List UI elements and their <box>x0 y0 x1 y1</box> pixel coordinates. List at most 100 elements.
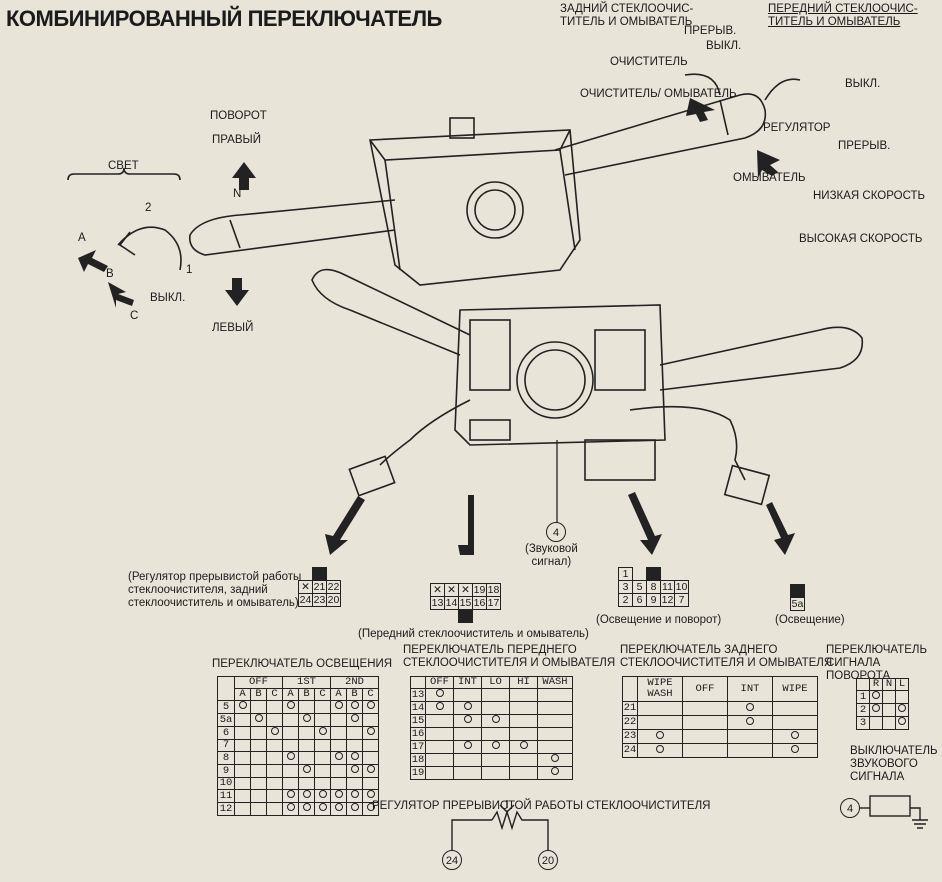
table-row: 5 <box>217 700 379 714</box>
pin-cell: 8 <box>646 580 661 594</box>
label-vykl-light: ВЫКЛ. <box>150 292 186 304</box>
table-cell <box>346 726 363 740</box>
table-cell <box>727 743 773 758</box>
table-row: 1 <box>856 690 909 704</box>
table-cell <box>346 713 363 727</box>
table-cell <box>298 700 315 714</box>
pin-cell: 17 <box>486 596 501 610</box>
table-cell <box>314 789 331 803</box>
contact-node <box>898 704 906 712</box>
table-cell <box>772 743 818 758</box>
table-cell <box>346 802 363 816</box>
contact-node <box>286 803 295 811</box>
col-header: WASH <box>537 676 573 689</box>
table-cell <box>282 789 299 803</box>
col-header: B <box>298 688 315 701</box>
pin-cell: 19 <box>472 583 487 597</box>
table-cell <box>266 751 283 765</box>
table-cell <box>250 777 267 790</box>
label-pos-1: 1 <box>186 264 193 276</box>
pin-cell: ✕ <box>430 583 445 597</box>
table-cell <box>266 726 283 740</box>
rear-table-title: ПЕРЕКЛЮЧАТЕЛЬ ЗАДНЕГО СТЕКЛООЧИСТИТЕЛЯ И… <box>620 644 833 669</box>
contact-node <box>270 727 279 735</box>
table-cell <box>298 726 315 740</box>
table-cell <box>727 701 773 716</box>
table-cell <box>537 714 573 728</box>
table-row: 19 <box>410 766 573 780</box>
col-header: WIPE WASH <box>637 676 683 702</box>
table-cell <box>425 714 454 728</box>
table-cell <box>266 713 283 727</box>
table-cell <box>509 714 538 728</box>
table-cell <box>682 729 728 744</box>
contact-node <box>350 765 359 773</box>
pin-cell: 16 <box>472 596 487 610</box>
contact-node <box>350 803 359 811</box>
row-header: 17 <box>410 740 426 754</box>
wiper-lever-lower <box>659 326 864 391</box>
table-cell <box>234 726 251 740</box>
contact-node <box>435 689 444 697</box>
table-cell <box>637 743 683 758</box>
table-cell <box>282 802 299 816</box>
table-cell <box>362 713 379 727</box>
table-cell <box>234 802 251 816</box>
arrow-to-conn2 <box>458 495 474 555</box>
contact-node <box>491 741 500 749</box>
table-cell <box>453 714 482 728</box>
table-cell <box>282 751 299 765</box>
pin-cell: 5a <box>790 597 805 611</box>
row-header: 19 <box>410 766 426 780</box>
table-cell <box>266 764 283 778</box>
light-lever-lower <box>311 268 471 356</box>
table-cell <box>250 739 267 752</box>
table-cell <box>346 764 363 778</box>
table-cell <box>282 764 299 778</box>
contact-node <box>746 702 754 711</box>
table-cell <box>234 751 251 765</box>
page-title: КОМБИНИРОВАННЫЙ ПЕРЕКЛЮЧАТЕЛЬ <box>6 6 442 31</box>
table-cell <box>250 764 267 778</box>
contact-node <box>350 714 359 722</box>
pin-cell: 13 <box>430 596 445 610</box>
table-cell <box>346 751 363 765</box>
table-row: 12 <box>217 802 379 816</box>
table-row: 18 <box>410 753 573 767</box>
contact-node <box>366 701 375 709</box>
contact-node <box>318 790 327 798</box>
label-ochistitel: ОЧИСТИТЕЛЬ <box>610 56 688 68</box>
table-cell <box>362 764 379 778</box>
table-cell <box>266 789 283 803</box>
table-cell <box>895 690 909 704</box>
arrow-to-conn4 <box>766 502 795 555</box>
contact-node <box>898 717 906 725</box>
pin-cell: 21 <box>312 580 327 594</box>
caption-conn4: (Освещение) <box>775 614 845 626</box>
table-cell <box>330 700 347 714</box>
table-corner <box>217 676 235 701</box>
table-cell <box>330 777 347 790</box>
table-cell <box>314 700 331 714</box>
row-header: 2 <box>856 703 870 717</box>
table-cell <box>250 802 267 816</box>
table-corner <box>410 676 426 689</box>
table-cell <box>537 753 573 767</box>
label-omyvatel: ОМЫВАТЕЛЬ <box>733 172 806 184</box>
table-cell <box>250 751 267 765</box>
row-header: 16 <box>410 727 426 741</box>
contact-node <box>366 790 375 798</box>
horn-switch-pin: 4 <box>840 798 860 818</box>
col-group-header: OFF <box>234 676 283 689</box>
contact-node <box>491 715 500 723</box>
arrow-washer <box>757 150 780 178</box>
table-cell <box>425 740 454 754</box>
table-row: 21 <box>622 701 818 716</box>
table-cell <box>282 700 299 714</box>
row-header: 9 <box>217 764 235 778</box>
contact-node <box>334 790 343 798</box>
table-cell <box>234 739 251 752</box>
pin-cell: 20 <box>326 593 341 607</box>
